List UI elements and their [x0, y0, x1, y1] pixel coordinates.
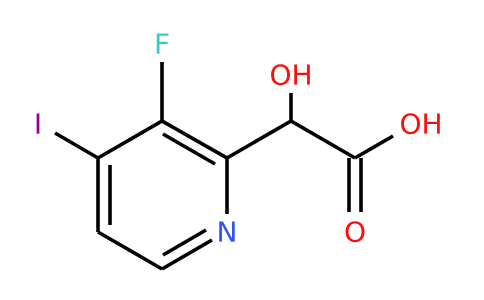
fluorine-atom-label: F — [154, 28, 170, 61]
substituent-bonds — [54, 62, 394, 212]
iodine-atom-label: I — [34, 108, 42, 141]
bond-c2-c3-inner — [162, 132, 216, 166]
bond-c3-c4 — [97, 119, 163, 160]
bond-ccarboxyl-oh — [354, 134, 394, 160]
bond-calpha-ccarboxyl — [290, 119, 356, 160]
bond-c6-n1 — [161, 238, 213, 271]
bond-c6-n1-inner — [162, 228, 207, 257]
pyridine-ring — [96, 119, 229, 271]
atom-labels: F I N OH OH O — [34, 28, 443, 249]
bond-c2-c3 — [161, 119, 228, 160]
bond-c2-calpha — [226, 119, 292, 160]
hydroxyl-atom-label: OH — [269, 59, 312, 92]
carbonyl-oxygen-atom-label: O — [344, 216, 366, 249]
bond-c5-c6 — [97, 230, 163, 271]
nitrogen-atom-label: N — [217, 216, 238, 249]
bond-c4-i — [54, 131, 99, 160]
acid-hydroxyl-atom-label: OH — [399, 108, 442, 141]
